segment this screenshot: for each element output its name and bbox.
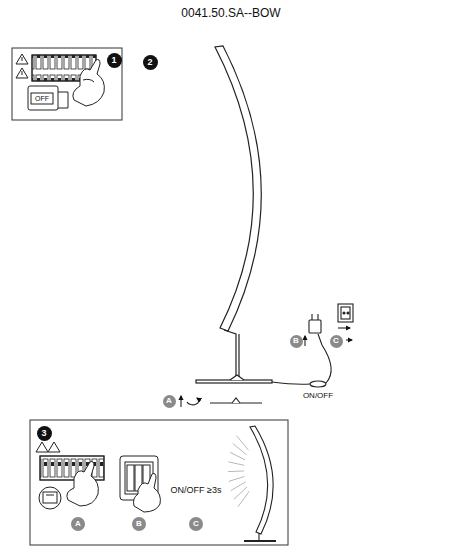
step-letter: B (132, 517, 146, 531)
callout-text: 3 (41, 429, 46, 438)
floor-lamp (196, 46, 272, 383)
step-letter: C (189, 517, 203, 531)
callout-text: B (136, 520, 142, 528)
callout-text: C (193, 520, 199, 528)
step-letter: C (330, 335, 343, 348)
cable-and-plug (181, 304, 353, 407)
switch-label: ON/OFF (303, 392, 333, 400)
callout-number: 3 (37, 426, 52, 441)
small-lamp (228, 426, 276, 541)
panel-three (30, 420, 288, 545)
callout-text: B (293, 337, 299, 345)
step-letter: A (163, 395, 176, 408)
callout-text: C (333, 337, 339, 345)
step-letter: A (71, 517, 85, 531)
callout-text: A (75, 520, 81, 528)
switch-label: OFF (35, 95, 49, 102)
callout-text: 1 (111, 56, 116, 65)
instruction-label: ON/OFF ≥3s (171, 486, 222, 495)
model-title: 0041.50.SA--BOW (181, 6, 280, 20)
callout-text: 2 (147, 58, 152, 67)
step-letter: B (290, 335, 303, 348)
callout-number: 2 (143, 55, 158, 70)
panel-one (12, 48, 122, 120)
callout-number: 1 (107, 53, 122, 68)
callout-text: A (166, 397, 172, 405)
